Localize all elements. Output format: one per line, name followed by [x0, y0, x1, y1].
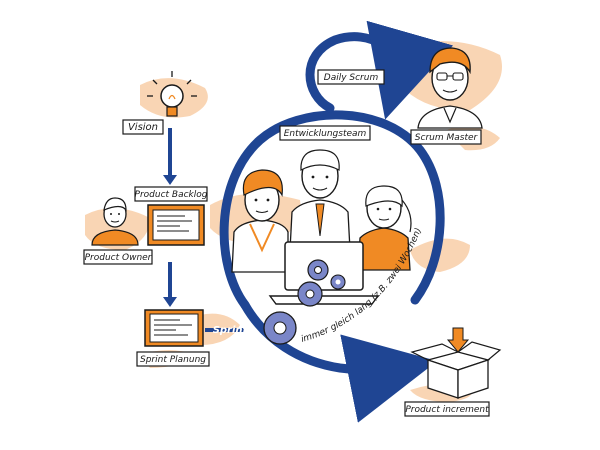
svg-text:Vision: Vision	[128, 122, 158, 133]
svg-text:Entwicklungsteam: Entwicklungsteam	[284, 129, 367, 139]
svg-text:Product Backlog: Product Backlog	[135, 190, 208, 200]
developer-left-avatar	[231, 169, 289, 273]
scrum-master-avatar	[417, 47, 483, 129]
svg-text:Product increment: Product increment	[405, 405, 489, 415]
product-owner-label: Product Owner	[83, 249, 153, 265]
entwicklungsteam-label: Entwicklungsteam	[279, 125, 371, 141]
daily-scrum-label: Daily Scrum	[317, 69, 385, 85]
sprint-cycle	[219, 110, 445, 423]
daily-scrum-loop	[305, 20, 454, 120]
gear-icon	[263, 259, 346, 345]
svg-text:Product Owner: Product Owner	[85, 253, 153, 263]
svg-text:Sprint: Sprint	[213, 325, 249, 336]
left-flow	[163, 128, 245, 332]
svg-text:Sprint Planung: Sprint Planung	[140, 355, 206, 365]
scrum-master-label: Scrum Master	[410, 129, 482, 145]
product-owner-avatar	[91, 197, 139, 246]
svg-text:Scrum Master: Scrum Master	[415, 133, 479, 143]
product-backlog: Product Backlog	[134, 186, 208, 246]
developer-right-avatar	[357, 185, 412, 271]
box-icon	[410, 327, 502, 399]
sprint-planung: Sprint Planung	[136, 309, 210, 367]
svg-text:Daily Scrum: Daily Scrum	[324, 73, 379, 83]
vision-label: Vision	[122, 119, 164, 135]
sprint-label: Sprint	[213, 325, 249, 336]
product-increment-label: Product increment	[404, 401, 490, 417]
developer-middle-avatar	[289, 149, 351, 251]
lightbulb-icon	[147, 71, 197, 117]
